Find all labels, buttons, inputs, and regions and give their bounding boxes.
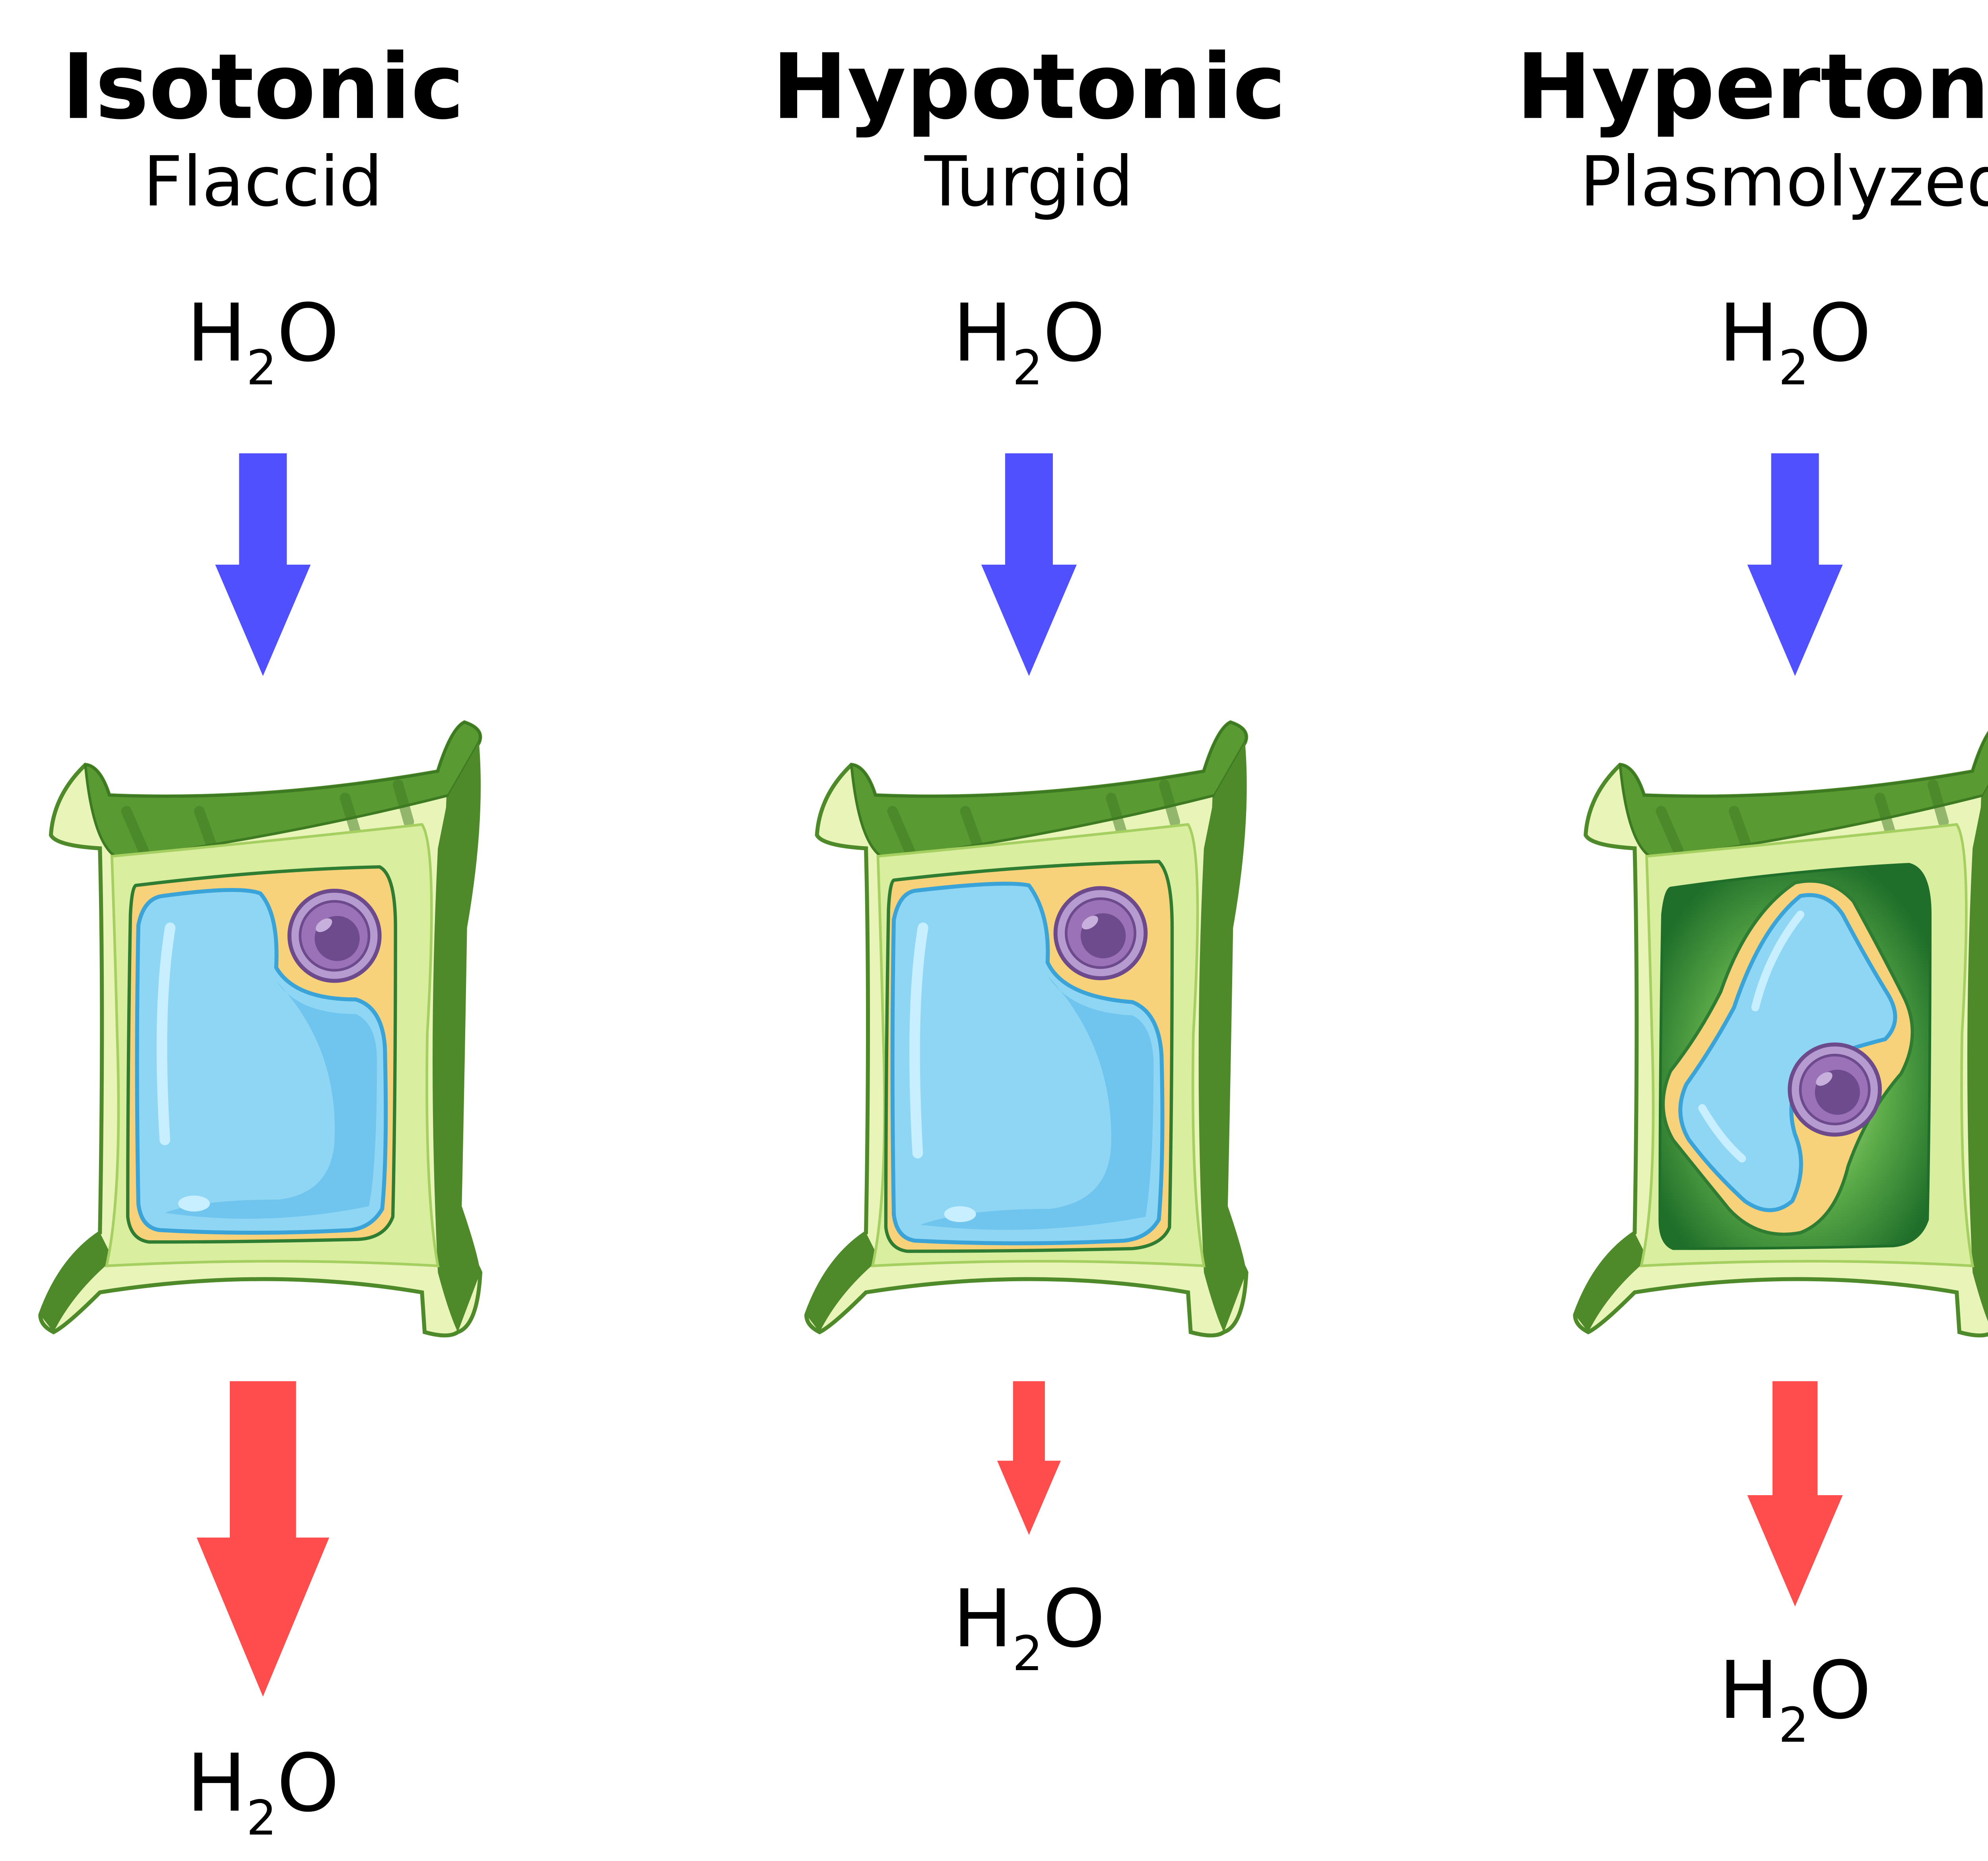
panel-hypertonic: Hypertonic Plasmolyzed H2O H2O [1516, 35, 1988, 1753]
water-out-label: H2O [1719, 1644, 1872, 1753]
water-out-label: H2O [953, 1573, 1105, 1682]
water-out-arrow [196, 1381, 329, 1697]
water-in-label: H2O [953, 287, 1105, 396]
plant-cell-plasmolyzed [1573, 730, 1988, 1338]
water-in-arrow [981, 453, 1077, 676]
vacuole [890, 882, 1165, 1245]
water-in-arrow [215, 453, 311, 676]
panel-hypotonic: Hypotonic Turgid H2O H2O [772, 35, 1286, 1682]
vacuole [1678, 893, 1897, 1212]
nucleus [289, 891, 380, 981]
water-out-arrow [997, 1381, 1061, 1535]
panel-title: Hypertonic [1516, 35, 1988, 140]
panel-title: Hypotonic [772, 35, 1286, 140]
panel-isotonic: Isotonic Flaccid H2O H2O [38, 35, 483, 1846]
panel-state: Plasmolyzed [1580, 142, 1988, 222]
water-in-label: H2O [186, 287, 339, 396]
panel-state: Flaccid [143, 142, 383, 222]
panel-state: Turgid [924, 142, 1134, 222]
panel-title: Isotonic [62, 35, 464, 140]
plant-cell-flaccid [38, 720, 483, 1338]
vacuole [135, 888, 388, 1235]
water-in-label: H2O [1719, 287, 1872, 396]
water-in-arrow [1747, 453, 1843, 676]
water-out-arrow [1747, 1381, 1843, 1607]
nucleus [1056, 888, 1146, 978]
nucleus [1790, 1045, 1880, 1135]
water-out-label: H2O [186, 1737, 339, 1846]
plant-cell-turgid [804, 720, 1248, 1338]
